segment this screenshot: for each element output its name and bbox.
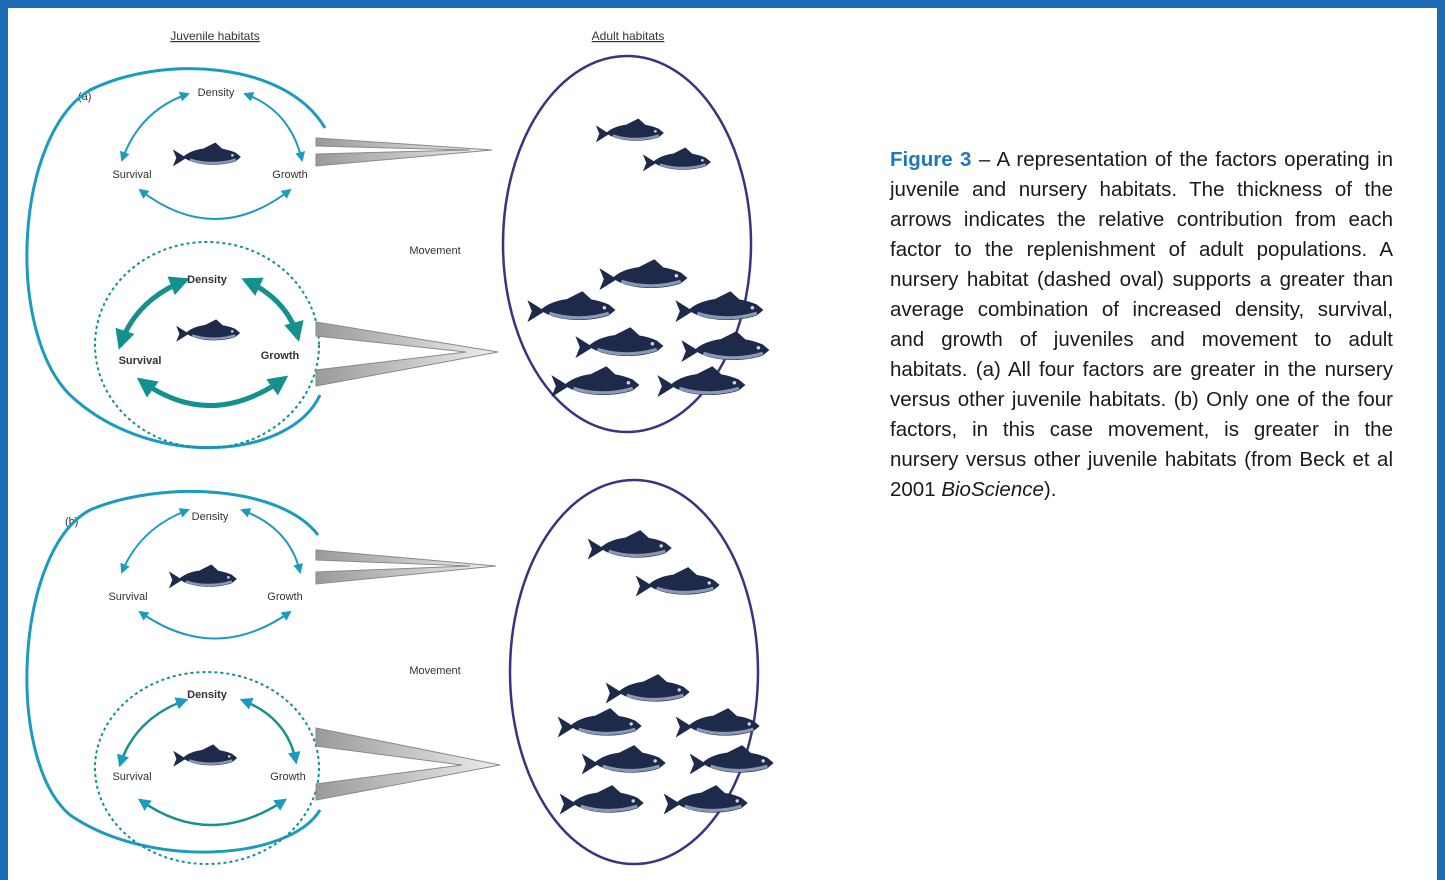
journal-name: BioScience <box>941 478 1044 501</box>
nursery-fish-icon <box>173 744 237 766</box>
adult-fish-icon <box>643 148 711 172</box>
adult-fish-icon <box>606 674 690 703</box>
panel-a: (a) Density Survival Growth Density Surv… <box>27 56 770 448</box>
juvenile-habitats-header: Juvenile habitats <box>170 29 259 43</box>
survival-label: Survival <box>119 355 162 367</box>
density-label: Density <box>198 87 235 99</box>
juvenile-fish-icon <box>169 565 237 589</box>
adult-fish-icon <box>636 567 720 596</box>
growth-label: Growth <box>270 771 305 783</box>
nursery-fish-icon <box>176 319 240 341</box>
density-label: Density <box>187 274 228 286</box>
density-label: Density <box>192 511 229 523</box>
adult-fish-icon <box>681 331 769 362</box>
movement-arrow <box>316 550 496 584</box>
adult-habitats-header: Adult habitats <box>592 29 665 43</box>
adult-fish-icon <box>690 745 774 774</box>
nursery-habitat-oval <box>95 242 319 448</box>
growth-label: Growth <box>267 591 302 603</box>
adult-fish-icon <box>664 785 748 814</box>
growth-label: Growth <box>272 169 307 181</box>
panel-b-upper-loop: Density Survival Growth <box>108 510 302 639</box>
panel-a-lower-loop: Density Survival Growth <box>119 274 300 406</box>
juvenile-habitat-oval <box>27 491 320 852</box>
movement-arrow <box>316 138 492 166</box>
survival-label: Survival <box>108 591 147 603</box>
adult-fish-icon <box>558 708 642 737</box>
movement-arrow <box>316 728 500 800</box>
adult-fish-icon <box>676 708 760 737</box>
adult-fish-icon <box>527 291 615 322</box>
caption-text: A representation of the factors operatin… <box>890 148 1393 501</box>
figure-caption: Figure 3 – A representation of the facto… <box>890 145 1393 505</box>
adult-fish-icon <box>675 291 763 322</box>
panel-a-upper-loop: Density Survival Growth <box>112 87 307 219</box>
adult-fish-icon <box>599 259 687 290</box>
adult-fish-icon <box>657 366 745 397</box>
caption-dash: – <box>971 148 996 171</box>
adult-fish-icon <box>596 119 664 143</box>
growth-label: Growth <box>261 350 300 362</box>
adult-fish-icon <box>560 785 644 814</box>
panel-b: (b) Density Survival Growth Density Surv… <box>27 480 774 864</box>
adult-fish-icon <box>588 530 672 559</box>
survival-label: Survival <box>112 771 151 783</box>
adult-fish-icon <box>582 745 666 774</box>
adult-fish-icon <box>575 327 663 358</box>
figure-label: Figure 3 <box>890 148 971 171</box>
adult-fish-school <box>527 119 769 398</box>
adult-fish-icon <box>551 366 639 397</box>
caption-end: ). <box>1044 478 1057 501</box>
juvenile-habitat-oval <box>27 69 325 448</box>
density-label: Density <box>187 689 228 701</box>
juvenile-fish-icon <box>173 143 241 167</box>
movement-arrow <box>316 322 498 386</box>
movement-label: Movement <box>409 665 460 677</box>
movement-label: Movement <box>409 245 460 257</box>
survival-label: Survival <box>112 169 151 181</box>
panel-b-lower-loop: Density Survival Growth <box>112 689 305 825</box>
